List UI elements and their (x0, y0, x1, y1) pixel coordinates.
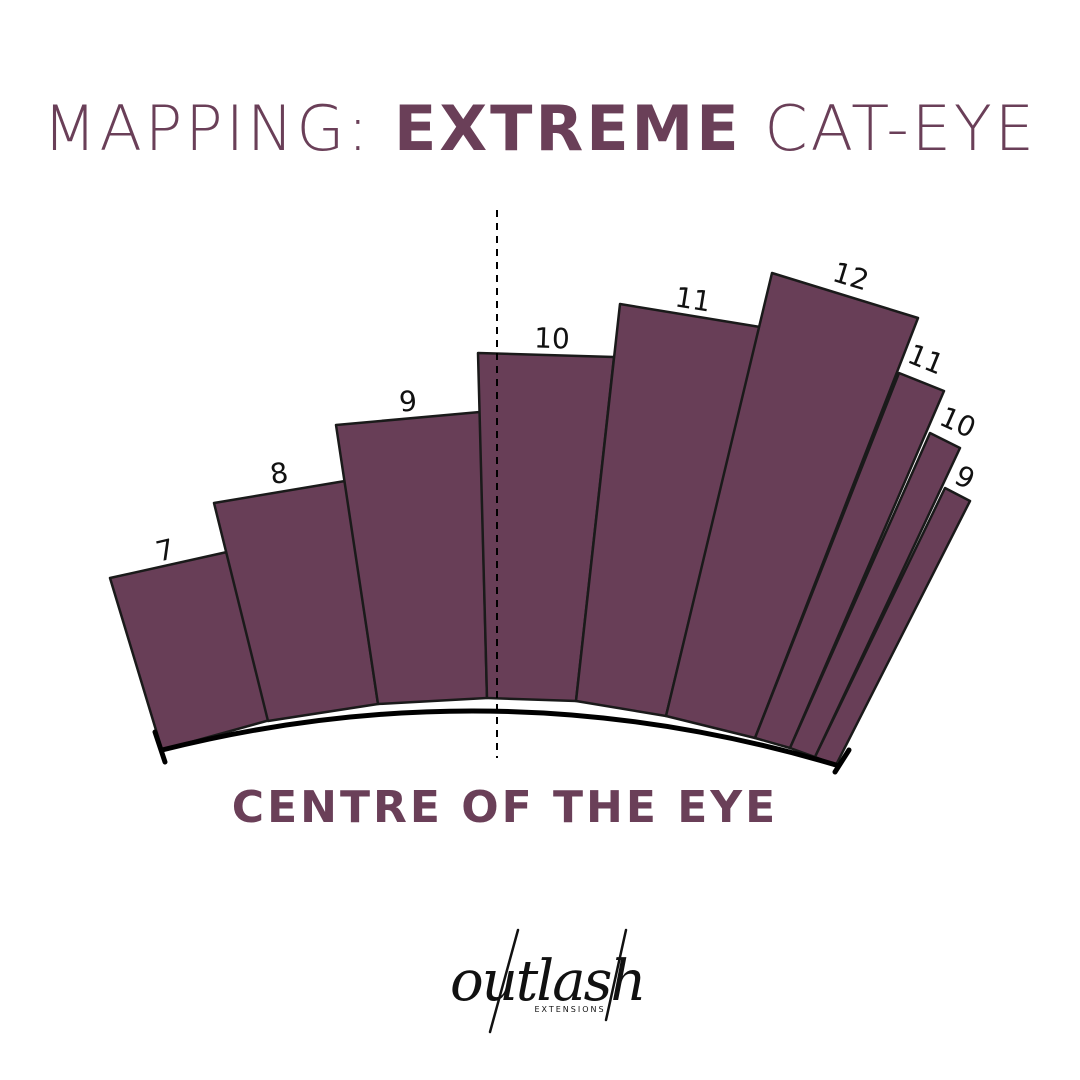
length-label-3: 9 (398, 384, 419, 418)
length-label-9: 9 (950, 459, 980, 496)
title-emphasis: EXTREME (394, 92, 742, 165)
length-label-7: 11 (903, 337, 948, 381)
length-label-2: 8 (268, 456, 291, 491)
logo-subtitle: EXTENSIONS (534, 1005, 605, 1014)
lash-line (159, 708, 839, 768)
logo-flourish (488, 928, 520, 1034)
title-prefix: MAPPING: (43, 92, 395, 165)
outer-corner-tick (832, 747, 852, 775)
title-suffix: CAT-EYE (741, 92, 1037, 165)
length-label-1: 7 (153, 532, 178, 568)
length-label-6: 12 (829, 255, 873, 297)
logo-flourish-2 (604, 928, 628, 1022)
page-title: MAPPING: EXTREME CAT-EYE (0, 92, 1080, 165)
lash-segments (108, 271, 972, 767)
outlash-logo: outlash EXTENSIONS (450, 928, 646, 1034)
length-label-5: 11 (673, 280, 713, 318)
length-label-4: 10 (534, 321, 571, 355)
inner-corner-tick (152, 729, 168, 765)
centre-of-eye-caption: CENTRE OF THE EYE (231, 782, 779, 833)
